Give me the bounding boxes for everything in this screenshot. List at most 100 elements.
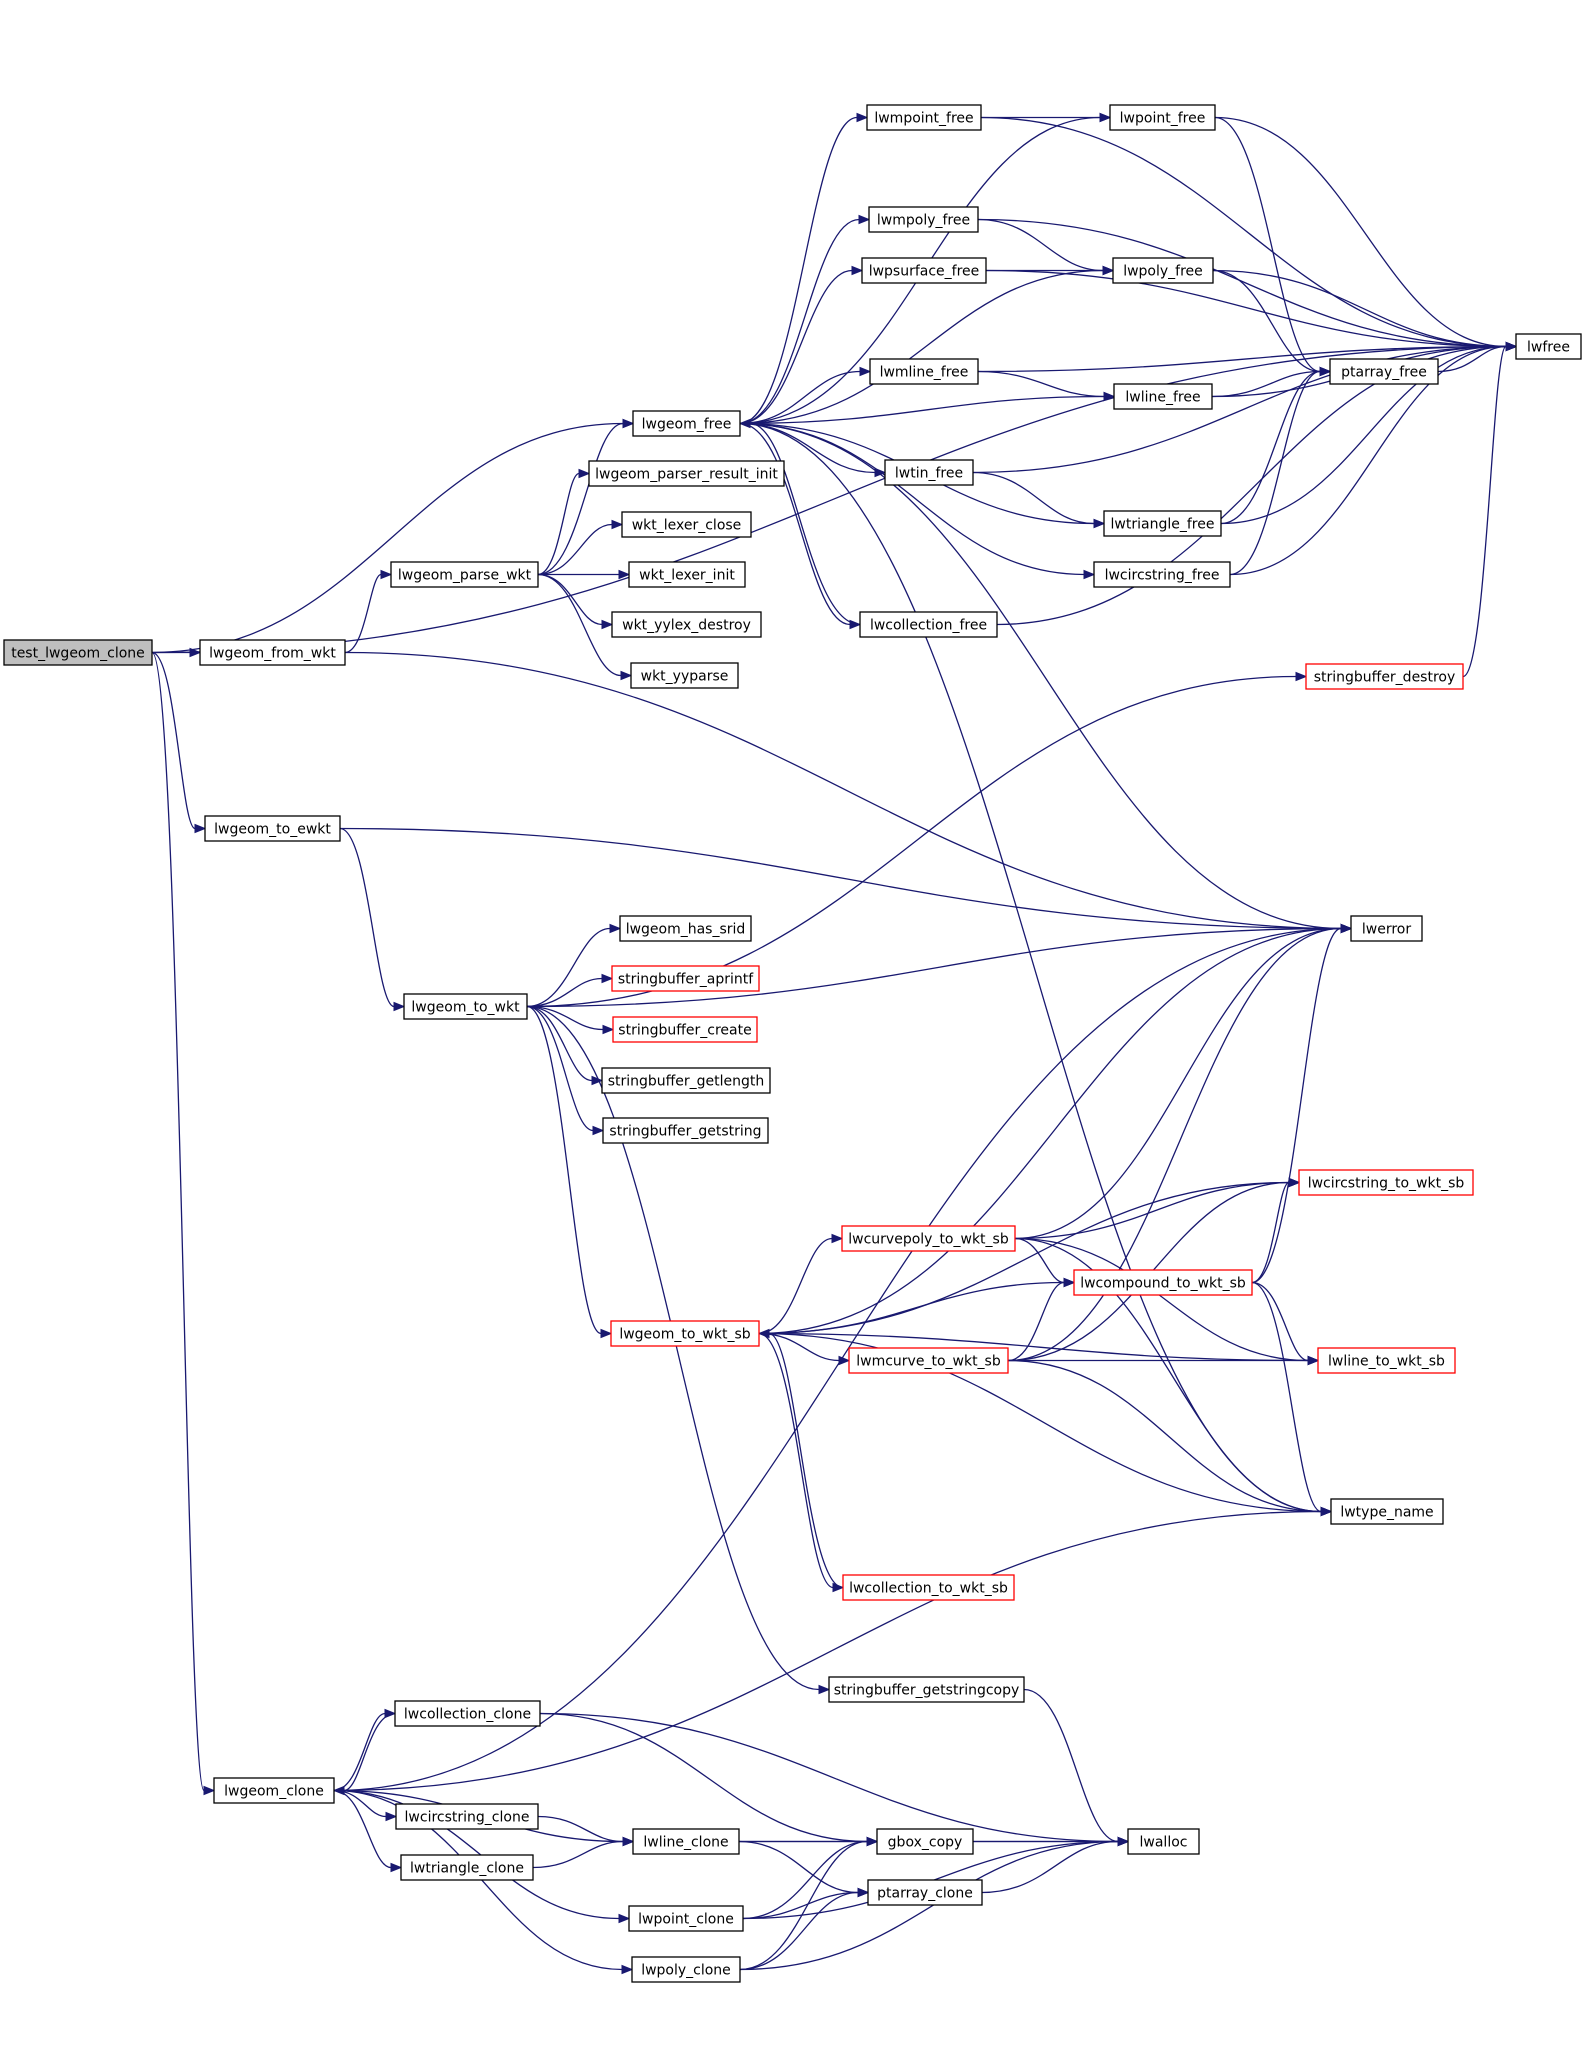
edge-line [526, 977, 603, 1008]
node-wkt-yyparse[interactable]: wkt_yyparse [630, 662, 739, 689]
edge-lwcollection-free-to-lwgeom-free [738, 418, 861, 626]
edge-lwgeom-to-wkt-to-stringbuffer-destroy [526, 671, 1308, 1008]
node-box [848, 1347, 1009, 1374]
node-wkt-lexer-close[interactable]: wkt_lexer_close [621, 511, 752, 538]
edge-lwcompound-to-wkt-sb-to-lwcircstring-to-wkt-sb [1251, 1177, 1301, 1284]
edge-arrowhead [601, 973, 614, 984]
node-lwpoint-clone[interactable]: lwpoint_clone [628, 1905, 744, 1932]
node-lwcircstring-to-wkt-sb[interactable]: lwcircstring_to_wkt_sb [1298, 1169, 1474, 1196]
edge-arrowhead [851, 265, 864, 276]
node-lwline-to-wkt-sb[interactable]: lwline_to_wkt_sb [1317, 1347, 1456, 1374]
node-label: lwline_clone [643, 1835, 728, 1851]
node-lwpsurface-free[interactable]: lwpsurface_free [861, 257, 987, 284]
node-stringbuffer-getstring[interactable]: stringbuffer_getstring [602, 1117, 769, 1144]
node-stringbuffer-aprintf[interactable]: stringbuffer_aprintf [611, 965, 760, 992]
node-stringbuffer-getlength[interactable]: stringbuffer_getlength [601, 1067, 771, 1094]
node-lwpoint-free[interactable]: lwpoint_free [1109, 104, 1216, 131]
edge-arrowhead [393, 1001, 406, 1012]
edge-arrowhead [1103, 391, 1116, 402]
edge-arrowhead [611, 519, 624, 530]
edge-lwcollection-to-wkt-sb-to-lwgeom-to-wkt-sb [757, 1328, 844, 1589]
edge-line [1220, 370, 1321, 525]
edge-line [1220, 345, 1507, 525]
edge-line [1229, 370, 1321, 576]
edge-lwgeom-free-to-lwtype-name [739, 422, 1333, 1517]
edge-line [739, 422, 1342, 930]
node-label: lwgeom_has_srid [626, 922, 746, 938]
edge-line [344, 573, 382, 654]
node-lwpoly-free[interactable]: lwpoly_free [1112, 257, 1214, 284]
node-label: lwcollection_clone [404, 1707, 531, 1723]
node-lwmpoly-free[interactable]: lwmpoly_free [868, 206, 979, 233]
node-lwgeom-to-ewkt[interactable]: lwgeom_to_ewkt [204, 815, 341, 842]
edge-lwpoint-clone-to-gbox-copy [742, 1836, 879, 1920]
node-lwtin-free[interactable]: lwtin_free [884, 459, 974, 486]
node-lwtriangle-free[interactable]: lwtriangle_free [1103, 510, 1222, 537]
node-stringbuffer-create[interactable]: stringbuffer_create [612, 1016, 758, 1043]
node-lwgeom-parse-wkt[interactable]: lwgeom_parse_wkt [390, 561, 539, 588]
node-stringbuffer-getstringcopy[interactable]: stringbuffer_getstringcopy [828, 1676, 1025, 1703]
node-ptarray-clone[interactable]: ptarray_clone [867, 1879, 983, 1906]
node-label: stringbuffer_getstring [609, 1124, 761, 1140]
node-lwcollection-clone[interactable]: lwcollection_clone [394, 1700, 541, 1727]
node-lwgeom-from-wkt[interactable]: lwgeom_from_wkt [199, 639, 346, 666]
node-box [884, 459, 974, 486]
edge-line [1212, 269, 1507, 348]
node-lwgeom-to-wkt[interactable]: lwgeom_to_wkt [403, 993, 528, 1020]
node-box [390, 561, 539, 588]
node-lwmline-free[interactable]: lwmline_free [869, 358, 979, 385]
edge-line [1251, 1181, 1290, 1284]
node-lwmcurve-to-wkt-sb[interactable]: lwmcurve_to_wkt_sb [848, 1347, 1009, 1374]
node-box [619, 915, 752, 942]
node-label: lwalloc [1140, 1835, 1188, 1851]
node-box [1127, 1828, 1200, 1855]
edge-line [739, 269, 1104, 425]
node-lwmpoint-free[interactable]: lwmpoint_free [866, 104, 982, 131]
edge-lwgeom-to-wkt-to-lwgeom-has-srid [526, 923, 622, 1008]
edge-line [339, 827, 1342, 930]
node-box [1305, 663, 1464, 690]
node-lwcompound-to-wkt-sb[interactable]: lwcompound_to_wkt_sb [1073, 1269, 1253, 1296]
node-wkt-yylex-destroy[interactable]: wkt_yylex_destroy [611, 611, 762, 638]
edge-line [1214, 116, 1507, 348]
node-ptarray-free[interactable]: ptarray_free [1329, 358, 1439, 385]
node-label: wkt_lexer_init [639, 568, 735, 584]
edge-arrowhead [591, 1075, 604, 1086]
node-stringbuffer-destroy[interactable]: stringbuffer_destroy [1305, 663, 1464, 690]
edge-lwgeom-clone-to-lwcollection-clone [333, 1708, 397, 1792]
node-lwpoly-clone[interactable]: lwpoly_clone [631, 1956, 741, 1983]
edge-arrowhead [618, 1913, 631, 1924]
edge-line [749, 422, 861, 626]
node-lwfree[interactable]: lwfree [1515, 333, 1582, 360]
node-lwgeom-to-wkt-sb[interactable]: lwgeom_to_wkt_sb [610, 1320, 760, 1347]
edge-line [1014, 1237, 1322, 1513]
node-lwline-clone[interactable]: lwline_clone [632, 1828, 740, 1855]
edge-line [977, 218, 1104, 272]
edge-line [996, 345, 1507, 626]
node-gbox-copy[interactable]: gbox_copy [876, 1828, 974, 1855]
edge-lwcollection-clone-to-lwalloc [539, 1712, 1130, 1847]
node-lwcircstring-free[interactable]: lwcircstring_free [1093, 561, 1231, 588]
node-lwalloc[interactable]: lwalloc [1127, 1828, 1200, 1855]
node-lwtriangle-clone[interactable]: lwtriangle_clone [400, 1854, 534, 1881]
node-label: lwerror [1362, 922, 1411, 938]
edge-line [1214, 116, 1321, 373]
node-box [400, 1854, 534, 1881]
node-lwgeom-clone[interactable]: lwgeom_clone [213, 1777, 335, 1804]
node-lwgeom-parser-result-init[interactable]: lwgeom_parser_result_init [588, 460, 785, 487]
node-box [876, 1828, 974, 1855]
edge-arrowhead [592, 1125, 605, 1136]
edge-line [758, 1332, 1322, 1513]
edge-line [977, 345, 1507, 373]
node-lwgeom-has-srid[interactable]: lwgeom_has_srid [619, 915, 752, 942]
node-lwtype-name[interactable]: lwtype_name [1330, 1498, 1444, 1525]
node-lwline-free[interactable]: lwline_free [1113, 383, 1213, 410]
node-lwcollection-free[interactable]: lwcollection_free [859, 611, 998, 638]
node-lwgeom-free[interactable]: lwgeom_free [632, 410, 741, 437]
node-lwcurvepoly-to-wkt-sb[interactable]: lwcurvepoly_to_wkt_sb [841, 1225, 1016, 1252]
node-lwcircstring-clone[interactable]: lwcircstring_clone [395, 1803, 539, 1830]
edge-line [1023, 1688, 1119, 1843]
node-lwerror[interactable]: lwerror [1350, 915, 1423, 942]
node-wkt-lexer-init[interactable]: wkt_lexer_init [628, 561, 746, 588]
node-lwcollection-to-wkt-sb[interactable]: lwcollection_to_wkt_sb [842, 1574, 1015, 1601]
